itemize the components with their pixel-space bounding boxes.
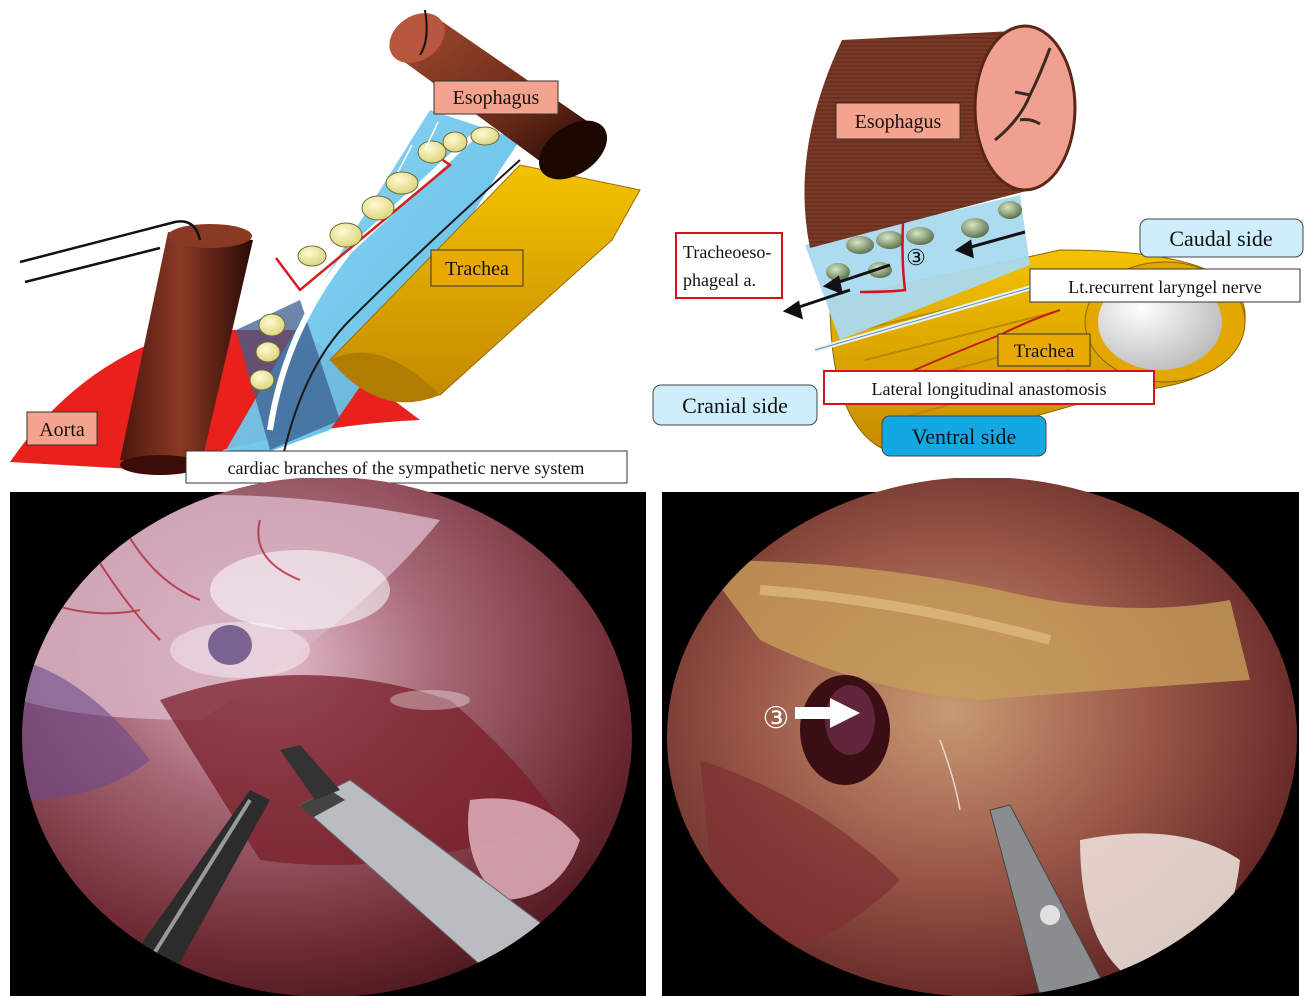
ventral-label: Ventral side	[912, 424, 1016, 449]
cranial-label: Cranial side	[682, 393, 788, 418]
circled-three-marker: ③	[906, 245, 926, 270]
caudal-label: Caudal side	[1169, 226, 1272, 251]
aorta-label: Aorta	[39, 419, 85, 441]
bottom-left-endoscopic-photo	[10, 478, 650, 996]
esophagus-label: Esophagus	[453, 87, 540, 109]
tracheo-label-line2: phageal a.	[683, 270, 756, 290]
esophagus-label: Esophagus	[855, 111, 942, 133]
lateral-label: Lateral longitudinal anastomosis	[872, 379, 1107, 399]
tracheo-label-line1: Tracheoeso-	[683, 242, 771, 262]
top-left-diagram: Esophagus Trachea Aorta cardiac branches…	[10, 3, 640, 483]
top-right-diagram: Esophagus Caudal side Tracheoeso- phagea…	[653, 26, 1303, 456]
bottom-right-endoscopic-photo: ③	[662, 478, 1302, 996]
photo-circled-three-marker: ③	[763, 702, 790, 735]
recurrent-label: Lt.recurrent laryngel nerve	[1068, 277, 1261, 297]
trachea-label: Trachea	[1014, 341, 1075, 362]
cardiac-label: cardiac branches of the sympathetic nerv…	[228, 458, 585, 478]
trachea-label: Trachea	[445, 258, 509, 280]
